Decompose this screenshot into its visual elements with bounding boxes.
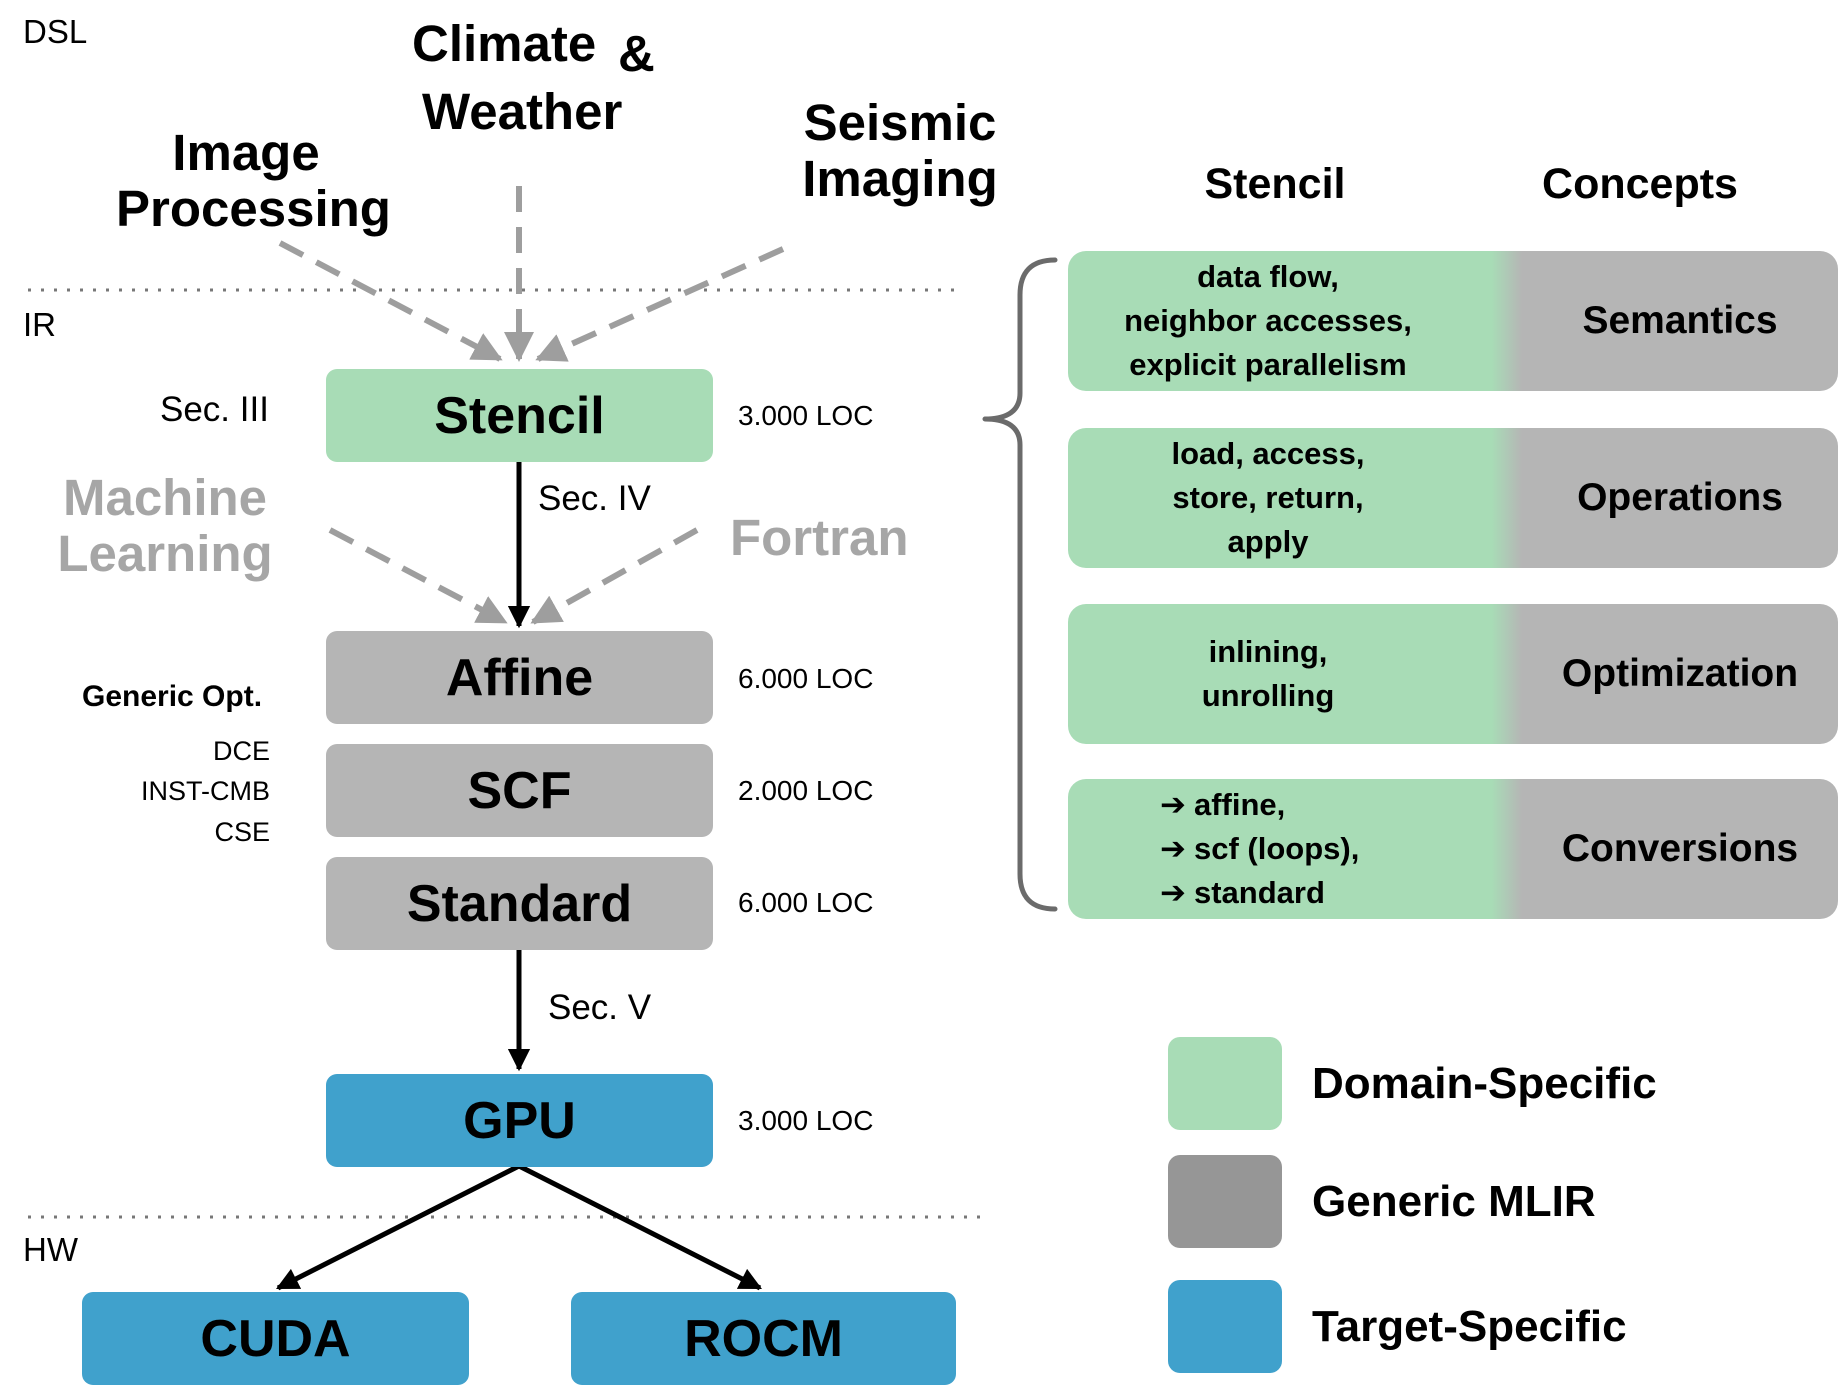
concept-row-detail: data flow, neighbor accesses, explicit p… xyxy=(1124,258,1412,383)
climate-weather-label: Climate & Weather xyxy=(412,15,655,140)
legend-swatch-domain-specific xyxy=(1168,1037,1282,1130)
legend-swatch-target-specific xyxy=(1168,1280,1282,1373)
legend-swatch-generic-mlir xyxy=(1168,1155,1282,1248)
table-header-stencil: Stencil xyxy=(1204,160,1346,208)
concept-row-detail: inlining, unrolling xyxy=(1201,633,1335,713)
dsl-level-label: DSL xyxy=(23,13,88,50)
cuda-node: CUDA xyxy=(82,1292,469,1385)
fortran-to-affine-arrow xyxy=(530,527,699,625)
seismic-imaging-label: Seismic Imaging xyxy=(802,94,998,208)
concept-row-semantics xyxy=(1068,251,1838,391)
concept-row-detail: ➔affine, ➔scf (loops), ➔standard xyxy=(1160,779,1490,919)
rocm-node: ROCM xyxy=(571,1292,956,1385)
arrow-right-icon: ➔ xyxy=(1160,786,1186,822)
image-processing-label: Image Processing xyxy=(116,124,391,238)
seismic-to-stencil-arrow xyxy=(535,246,785,362)
concept-row-conversions xyxy=(1068,779,1838,919)
gpu-to-cuda-arrow xyxy=(275,1163,521,1291)
generic-opt-item: CSE xyxy=(214,817,270,847)
machine-learning-label: Machine Learning xyxy=(57,469,273,583)
affine-node: Affine xyxy=(326,631,713,724)
hw-level-label: HW xyxy=(23,1231,78,1268)
stencil-loc: 3.000 LOC xyxy=(738,400,874,431)
generic-opt-item: INST-CMB xyxy=(140,776,270,806)
generic-opt-item: DCE xyxy=(212,736,270,766)
legend-label-generic-mlir: Generic MLIR xyxy=(1312,1177,1596,1226)
standard-loc: 6.000 LOC xyxy=(738,887,874,918)
concept-row-optimization xyxy=(1068,604,1838,744)
image-processing-to-stencil-arrow xyxy=(278,240,503,362)
gpu-loc: 3.000 LOC xyxy=(738,1105,874,1136)
concept-label-semantics: Semantics xyxy=(1582,299,1778,342)
concept-label-conversions: Conversions xyxy=(1561,827,1799,870)
gpu-node: GPU xyxy=(326,1074,713,1167)
legend-label-target-specific: Target-Specific xyxy=(1312,1302,1627,1351)
gpu-to-rocm-arrow xyxy=(517,1163,763,1291)
sec-iii-label: Sec. III xyxy=(160,390,269,429)
arrow-right-icon: ➔ xyxy=(1160,830,1186,866)
arrow-right-icon: ➔ xyxy=(1160,875,1186,911)
concept-brace xyxy=(982,257,1058,912)
sec-iv-label: Sec. IV xyxy=(538,479,651,518)
legend-label-domain-specific: Domain-Specific xyxy=(1312,1059,1657,1108)
ir-level-label: IR xyxy=(23,306,56,343)
concept-row-detail: load, access, store, return, apply xyxy=(1171,435,1365,560)
concept-label-optimization: Optimization xyxy=(1561,652,1799,695)
fortran-label: Fortran xyxy=(730,509,909,566)
standard-node: Standard xyxy=(326,857,713,950)
scf-node: SCF xyxy=(326,744,713,837)
machine-learning-to-affine-arrow xyxy=(328,527,508,625)
generic-opt-title: Generic Opt. xyxy=(82,680,263,713)
concept-row-operations xyxy=(1068,428,1838,568)
concept-label-operations: Operations xyxy=(1577,476,1783,519)
sec-v-label: Sec. V xyxy=(548,988,652,1027)
table-header-concepts: Concepts xyxy=(1542,160,1738,208)
affine-loc: 6.000 LOC xyxy=(738,663,874,694)
scf-loc: 2.000 LOC xyxy=(738,775,874,806)
stencil-node: Stencil xyxy=(326,369,713,462)
